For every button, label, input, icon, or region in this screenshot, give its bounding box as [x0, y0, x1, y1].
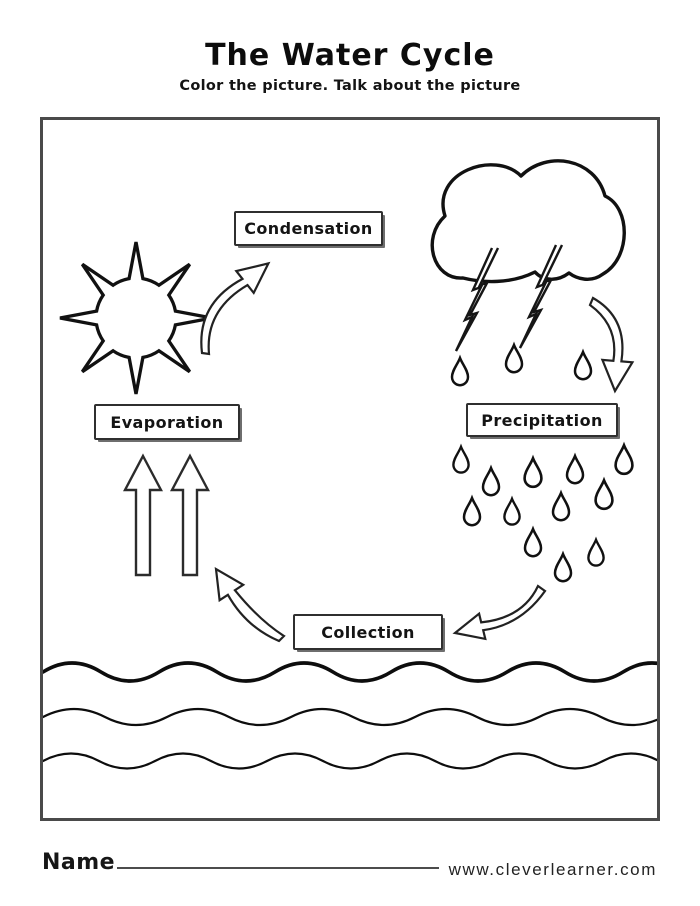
raindrop-icon — [553, 552, 573, 583]
raindrop-icon — [450, 356, 470, 387]
sun-icon — [59, 241, 213, 395]
label-collection-text: Collection — [321, 622, 415, 642]
wave-line — [43, 661, 657, 683]
label-condensation-text: Condensation — [244, 219, 373, 238]
raindrop-icon — [594, 478, 614, 511]
raindrop-icon — [551, 491, 571, 522]
label-evaporation-text: Evaporation — [110, 412, 224, 432]
page-title: The Water Cycle — [205, 38, 495, 73]
name-label: Name — [42, 850, 116, 875]
up-arrow-icon — [170, 453, 210, 577]
raindrop-icon — [523, 456, 543, 489]
raindrop-icon — [614, 443, 634, 476]
name-field-row: Name — [42, 843, 440, 875]
wave-line — [43, 707, 657, 727]
label-evaporation: Evaporation — [94, 404, 240, 440]
raindrop-icon — [573, 350, 593, 381]
up-block-arrows-evaporation — [123, 453, 210, 577]
label-collection: Collection — [293, 614, 443, 650]
name-write-line — [117, 843, 440, 869]
raindrop-icon — [523, 527, 543, 558]
water-wave-lines — [43, 661, 657, 770]
page-subtitle: Color the picture. Talk about the pictur… — [179, 78, 521, 94]
curved-arrow-cloud-to-precipitation — [588, 296, 635, 394]
website-url: www.cleverlearner.com — [448, 860, 657, 879]
curved-arrow-sun-to-condensation — [200, 261, 271, 356]
curved-arrow-rain-to-collection — [452, 584, 547, 641]
water-cycle-drawing — [43, 159, 657, 770]
wave-line — [43, 752, 657, 770]
raindrop-icon — [565, 454, 585, 485]
label-precipitation-text: Precipitation — [481, 410, 603, 430]
worksheet-header: The Water Cycle Color the picture. Talk … — [0, 38, 700, 94]
curved-arrow-collection-to-evaporation — [214, 566, 286, 643]
label-precipitation: Precipitation — [466, 403, 618, 437]
raindrop-icon — [503, 497, 521, 526]
raindrop-icon — [587, 538, 605, 567]
raindrops-group — [450, 343, 634, 583]
raindrop-icon — [504, 343, 524, 374]
raindrop-icon — [452, 445, 470, 474]
raindrop-icon — [462, 496, 482, 527]
cloud-icon — [430, 159, 626, 284]
raindrop-icon — [481, 466, 501, 497]
label-condensation: Condensation — [234, 211, 383, 246]
up-arrow-icon — [123, 453, 163, 577]
